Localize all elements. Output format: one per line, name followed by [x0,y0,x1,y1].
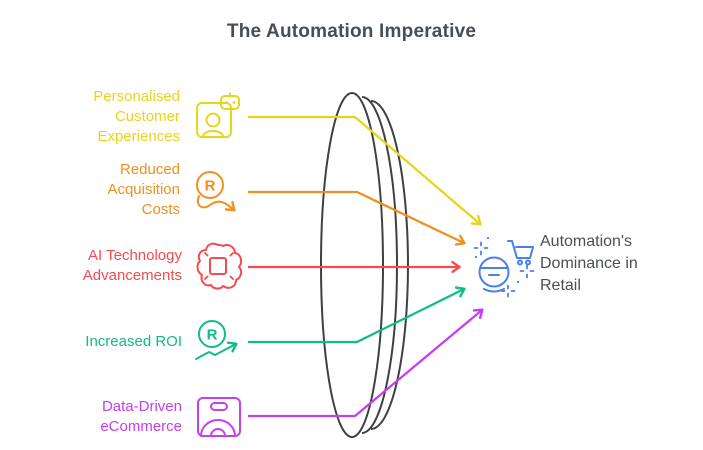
ai-brain-chip-icon [196,242,243,290]
connector-reduced-costs [248,190,466,246]
factor-label: Personalised Customer Experiences [93,88,180,145]
factor-data-driven: Data-Driven eCommerce [30,396,242,438]
factor-increased-roi: Increased ROI R [30,320,242,364]
factor-ai-advancements: AI Technology Advancements [30,241,243,291]
factor-reduced-costs: Reduced Acquisition Costs R [30,160,242,220]
lens-rim-arc-2 [370,100,409,430]
connector-increased-roi [248,286,466,344]
lens-shape [320,92,409,438]
lens-rim-arc-1 [361,96,398,434]
connector-data-driven [248,308,484,418]
reduced-cost-arrow-icon: R [196,171,236,212]
factor-label: Reduced Acquisition Costs [107,161,180,218]
page-title: The Automation Imperative [226,21,477,42]
currency-letter: R [205,178,216,195]
roi-growth-arrow-icon: R [195,320,238,360]
lens-front-ellipse [320,92,384,438]
factor-personalised-experiences: Personalised Customer Experiences [30,87,242,147]
currency-letter: R [207,327,218,344]
sparkles [473,236,535,298]
customer-card-robot-icon [196,92,240,138]
connector-personalised-experiences [248,115,482,226]
factor-label: AI Technology Advancements [82,247,182,284]
outcome-label: Automation's Dominance in Retail [540,233,638,294]
factor-label: Increased ROI [85,333,182,350]
factor-label: Data-Driven eCommerce [100,398,182,435]
dashboard-gauge-icon [197,397,241,437]
retail-automation-robot-cart-icon [473,236,535,298]
